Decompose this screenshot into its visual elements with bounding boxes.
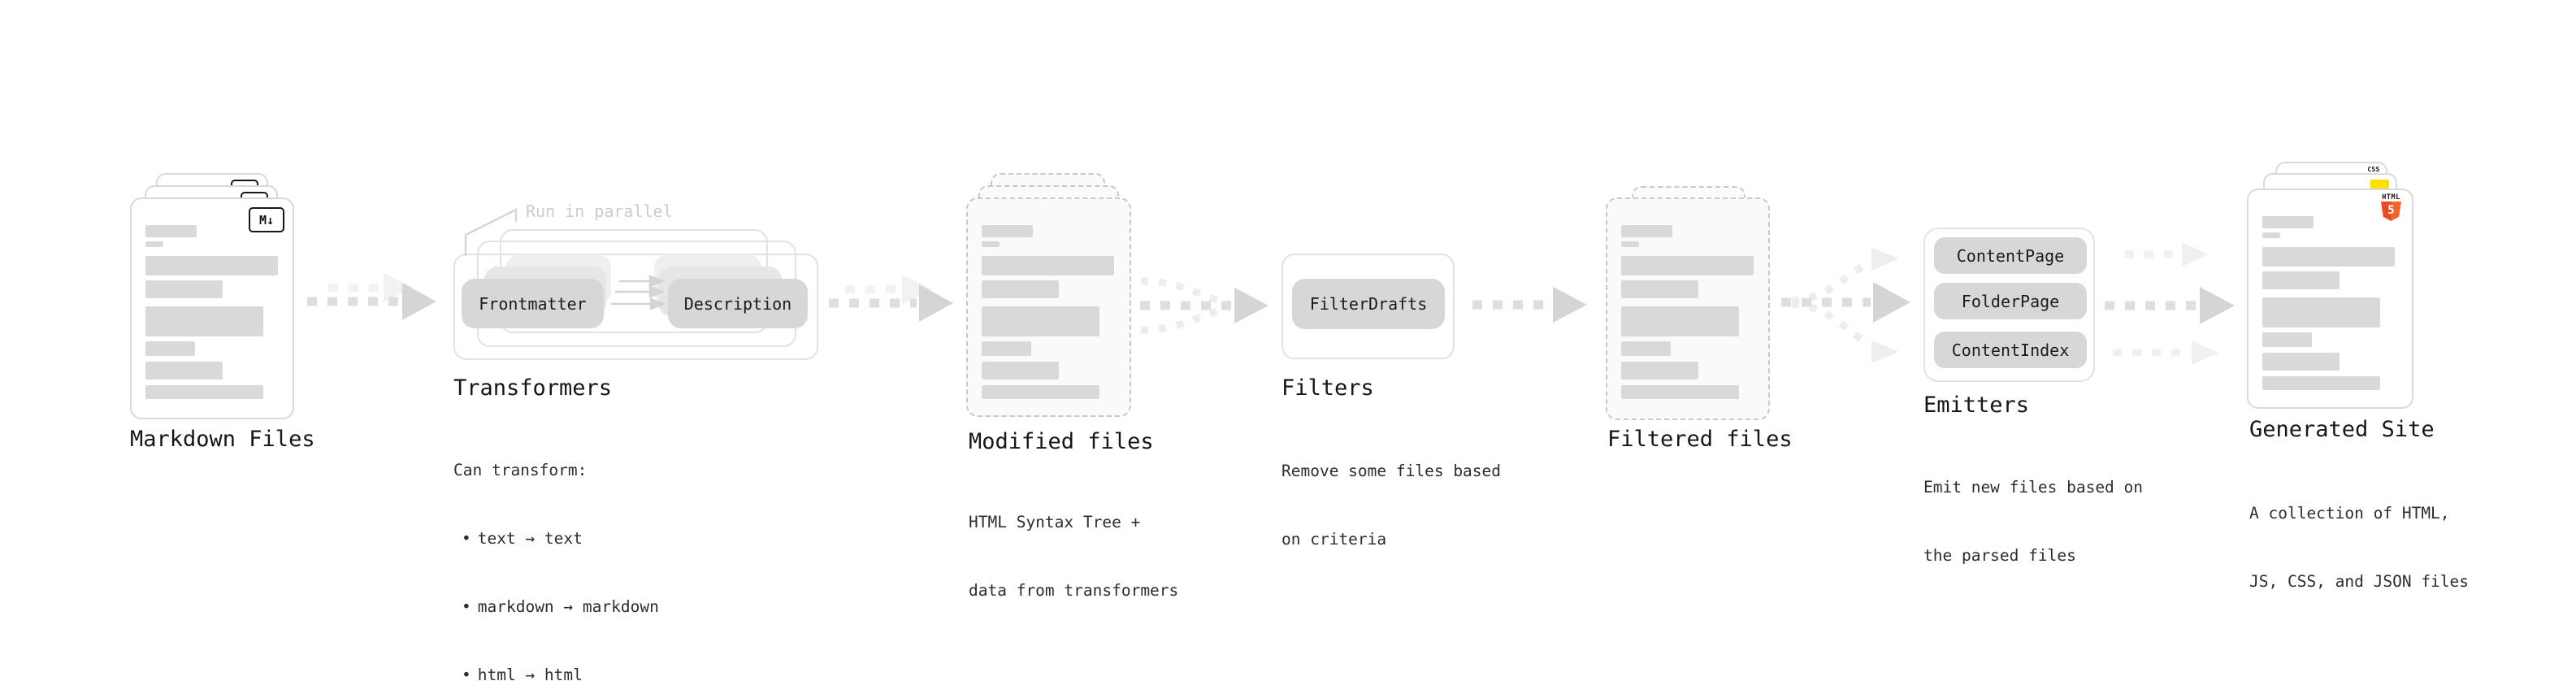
text-placeholder-bar xyxy=(982,362,1059,380)
folderpage-pill: FolderPage xyxy=(1934,283,2087,319)
modified-files-description: HTML Syntax Tree + data from transformer… xyxy=(969,466,1178,648)
bullet-item: •markdown → markdown xyxy=(462,597,659,616)
text-placeholder-bar xyxy=(982,341,1031,356)
flow-arrow-4 xyxy=(1472,287,1587,323)
flow-arrow-3-converge xyxy=(1140,277,1268,334)
can-transform-title: Can transform: xyxy=(453,461,588,479)
text-placeholder-bar xyxy=(1621,280,1698,298)
generated-site-description: A collection of HTML, JS, CSS, and JSON … xyxy=(2249,457,2469,639)
text-placeholder-bar xyxy=(2262,232,2280,238)
text-placeholder-bar xyxy=(1621,341,1671,356)
transformers-label: Transformers xyxy=(453,375,613,401)
description-line: JS, CSS, and JSON files xyxy=(2249,572,2470,591)
contentindex-pill: ContentIndex xyxy=(1934,332,2087,368)
text-placeholder-bar xyxy=(145,225,197,237)
modified-files-label: Modified files xyxy=(969,429,1154,454)
text-placeholder-bar xyxy=(145,306,263,336)
text-placeholder-bar xyxy=(145,256,278,275)
filters-description: Remove some files based on criteria xyxy=(1281,414,1501,596)
flow-arrow-5-diverge xyxy=(1781,248,1910,363)
text-placeholder-bar xyxy=(1621,362,1698,380)
text-placeholder-bar xyxy=(2262,332,2312,347)
markdown-files-label: Markdown Files xyxy=(130,427,315,452)
text-placeholder-bar xyxy=(982,280,1059,298)
text-placeholder-bar xyxy=(1621,256,1754,275)
description-line: A collection of HTML, xyxy=(2249,504,2450,523)
text-placeholder-bar xyxy=(145,280,223,298)
text-placeholder-bar xyxy=(2262,247,2395,267)
text-placeholder-bar xyxy=(982,225,1033,237)
filters-label: Filters xyxy=(1281,375,1374,401)
emitters-label: Emitters xyxy=(1923,393,2030,418)
text-placeholder-bar xyxy=(1621,306,1739,336)
filtered-files-label: Filtered files xyxy=(1607,427,1793,452)
flow-arrow-6-parallel xyxy=(2105,242,2235,365)
transformer-box-front xyxy=(453,254,818,360)
flow-arrow-2 xyxy=(829,275,953,322)
text-placeholder-bar xyxy=(982,385,1099,399)
contentpage-pill: ContentPage xyxy=(1934,237,2087,274)
bullet-item: •html → html xyxy=(462,666,583,681)
text-placeholder-bar xyxy=(2262,376,2380,390)
text-placeholder-bar xyxy=(145,341,195,356)
markdown-file-card: M↓ xyxy=(130,197,294,419)
description-line: Emit new files based on xyxy=(1923,478,2144,497)
text-placeholder-bar xyxy=(145,241,163,247)
text-placeholder-bar xyxy=(2262,297,2380,327)
emitters-description: Emit new files based on the parsed files xyxy=(1923,431,2143,613)
text-placeholder-bar xyxy=(982,306,1099,336)
markdown-icon: M↓ xyxy=(249,207,284,232)
description-line: the parsed files xyxy=(1923,546,2076,565)
description-pill: Description xyxy=(668,279,808,328)
text-placeholder-bar xyxy=(2262,216,2314,228)
html5-icon: HTML 5 xyxy=(2380,194,2402,221)
flow-arrow-1 xyxy=(307,273,436,320)
run-in-parallel-note: Run in parallel xyxy=(526,202,673,221)
bullet-item: •text → text xyxy=(462,529,583,548)
filterdrafts-pill: FilterDrafts xyxy=(1292,279,1445,329)
description-line: Remove some files based xyxy=(1281,462,1502,480)
description-line: HTML Syntax Tree + xyxy=(969,513,1141,531)
frontmatter-pill: Frontmatter xyxy=(462,279,604,328)
html-file-card: HTML 5 xyxy=(2247,189,2413,409)
text-placeholder-bar xyxy=(1621,385,1739,399)
text-placeholder-bar xyxy=(982,241,1000,247)
text-placeholder-bar xyxy=(145,362,223,380)
text-placeholder-bar xyxy=(982,256,1114,275)
text-placeholder-bar xyxy=(1621,241,1639,247)
text-placeholder-bar xyxy=(1621,225,1672,237)
text-placeholder-bar xyxy=(2262,271,2340,289)
description-line: data from transformers xyxy=(969,581,1179,600)
filtered-file-card xyxy=(1606,197,1770,420)
text-placeholder-bar xyxy=(145,385,263,399)
description-line: on criteria xyxy=(1281,530,1387,549)
transformers-description: Can transform: •text → text •markdown → … xyxy=(453,414,659,681)
generated-site-label: Generated Site xyxy=(2249,417,2435,442)
text-placeholder-bar xyxy=(2262,353,2340,371)
modified-file-card xyxy=(966,197,1131,417)
javascript-icon xyxy=(2370,180,2389,190)
